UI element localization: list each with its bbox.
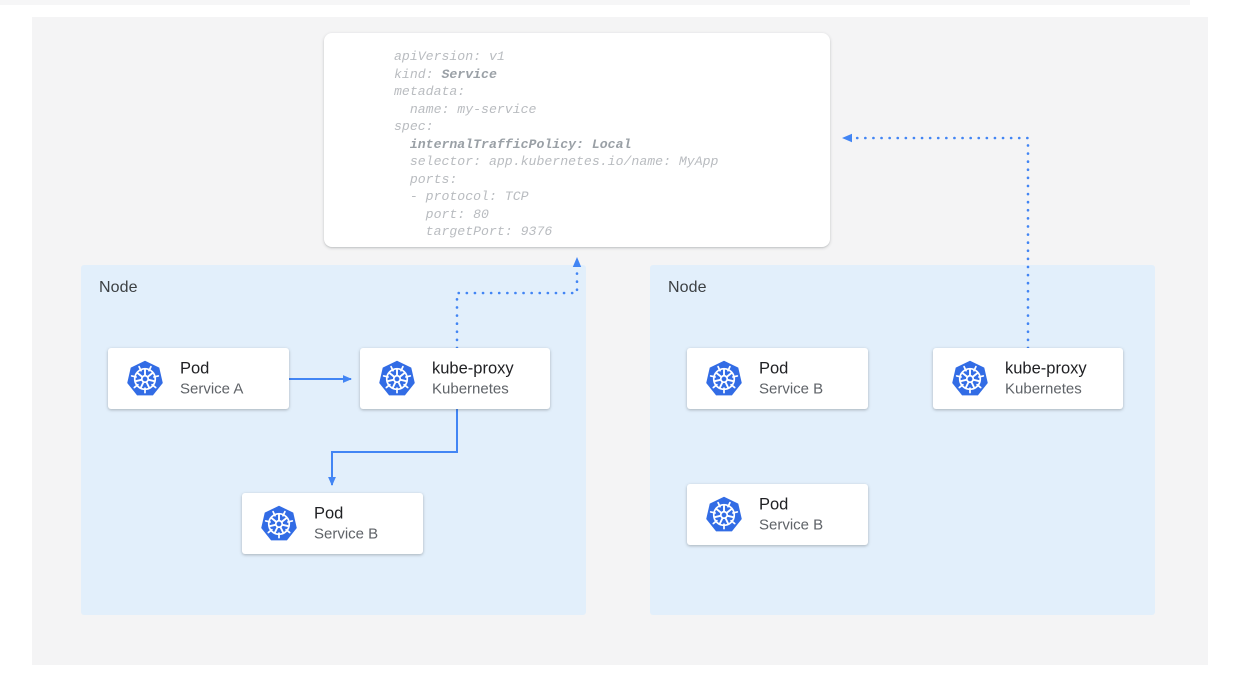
card-labels: kube-proxy Kubernetes xyxy=(1005,358,1087,399)
card-pod-service-b-left[interactable]: Pod Service B xyxy=(242,493,423,554)
card-pod-service-a[interactable]: Pod Service A xyxy=(108,348,289,409)
card-subtitle: Kubernetes xyxy=(432,380,509,397)
card-pod-service-b-right-top[interactable]: Pod Service B xyxy=(687,348,868,409)
top-strip xyxy=(0,0,1190,5)
card-labels: Pod Service A xyxy=(180,358,243,399)
node-panel-left: Node xyxy=(81,265,586,615)
card-title: Pod xyxy=(314,504,344,522)
card-subtitle: Service B xyxy=(314,525,379,542)
card-subtitle: Kubernetes xyxy=(1005,380,1082,397)
card-labels: Pod Service B xyxy=(759,358,823,399)
node-label-right: Node xyxy=(668,279,707,296)
card-subtitle: Service B xyxy=(759,516,824,533)
card-title: kube-proxy xyxy=(432,359,514,377)
card-title: kube-proxy xyxy=(1005,359,1087,377)
card-subtitle: Service A xyxy=(180,380,244,397)
card-labels: Pod Service B xyxy=(759,494,823,535)
kubernetes-logo-icon xyxy=(126,360,164,398)
card-title: Pod xyxy=(180,359,210,377)
card-labels: Pod Service B xyxy=(314,503,378,544)
service-manifest-code: apiVersion: v1 kind: Service metadata: n… xyxy=(394,49,719,239)
node-label-left: Node xyxy=(99,279,138,296)
card-title: Pod xyxy=(759,359,789,377)
kubernetes-logo-icon xyxy=(705,360,743,398)
service-manifest-card: apiVersion: v1 kind: Service metadata: n… xyxy=(324,33,830,247)
card-subtitle: Service B xyxy=(759,380,824,397)
card-kube-proxy-right[interactable]: kube-proxy Kubernetes xyxy=(933,348,1123,409)
kubernetes-logo-icon xyxy=(705,496,743,534)
node-panel-right: Node xyxy=(650,265,1155,615)
card-kube-proxy-left[interactable]: kube-proxy Kubernetes xyxy=(360,348,550,409)
kubernetes-logo-icon xyxy=(951,360,989,398)
card-labels: kube-proxy Kubernetes xyxy=(432,358,514,399)
card-pod-service-b-right-bottom[interactable]: Pod Service B xyxy=(687,484,868,545)
card-title: Pod xyxy=(759,495,789,513)
kubernetes-logo-icon xyxy=(260,505,298,543)
kubernetes-logo-icon xyxy=(378,360,416,398)
